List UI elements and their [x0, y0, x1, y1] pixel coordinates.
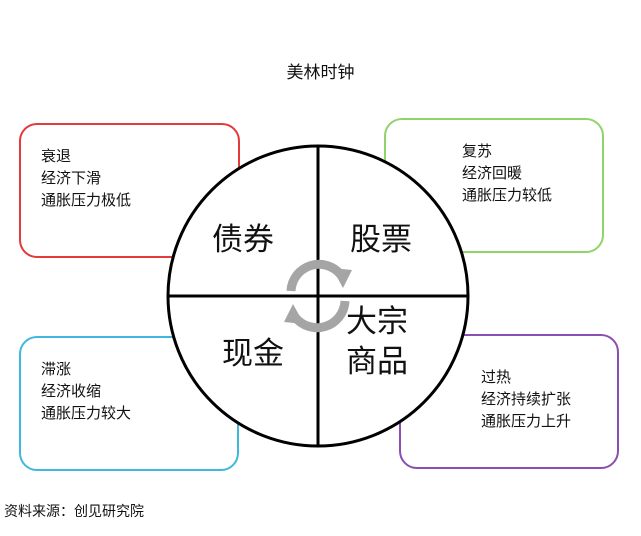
- phase-economy: 经济收缩: [41, 382, 102, 400]
- phase-box-stagflation: 滞涨 经济收缩 通胀压力较大: [19, 336, 239, 471]
- phase-name: 过热: [481, 368, 512, 386]
- quadrant-stocks: 股票: [350, 222, 412, 258]
- commodities-line-1: 大宗: [346, 304, 408, 340]
- phase-name: 滞涨: [41, 360, 72, 378]
- commodities-line-2: 商品: [346, 344, 408, 380]
- phase-name: 衰退: [41, 147, 72, 165]
- phase-name: 复苏: [462, 142, 493, 160]
- phase-inflation: 通胀压力较低: [462, 186, 553, 204]
- phase-economy: 经济持续扩张: [481, 390, 572, 408]
- circular-arrows-icon: [284, 259, 352, 333]
- phase-inflation: 通胀压力较大: [41, 404, 132, 422]
- quadrant-cash: 现金: [222, 336, 284, 372]
- phase-inflation: 通胀压力上升: [481, 412, 572, 430]
- diagram-title: 美林时钟: [286, 63, 355, 83]
- phase-economy: 经济下滑: [41, 169, 102, 187]
- quadrant-bonds: 债券: [212, 222, 274, 258]
- phase-inflation: 通胀压力极低: [41, 191, 132, 209]
- phase-box-overheat: 过热 经济持续扩张 通胀压力上升: [399, 334, 619, 469]
- phase-economy: 经济回暖: [462, 164, 523, 182]
- source-note: 资料来源：创见研究院: [4, 504, 144, 520]
- quadrant-commodities: 大宗 商品: [346, 302, 408, 382]
